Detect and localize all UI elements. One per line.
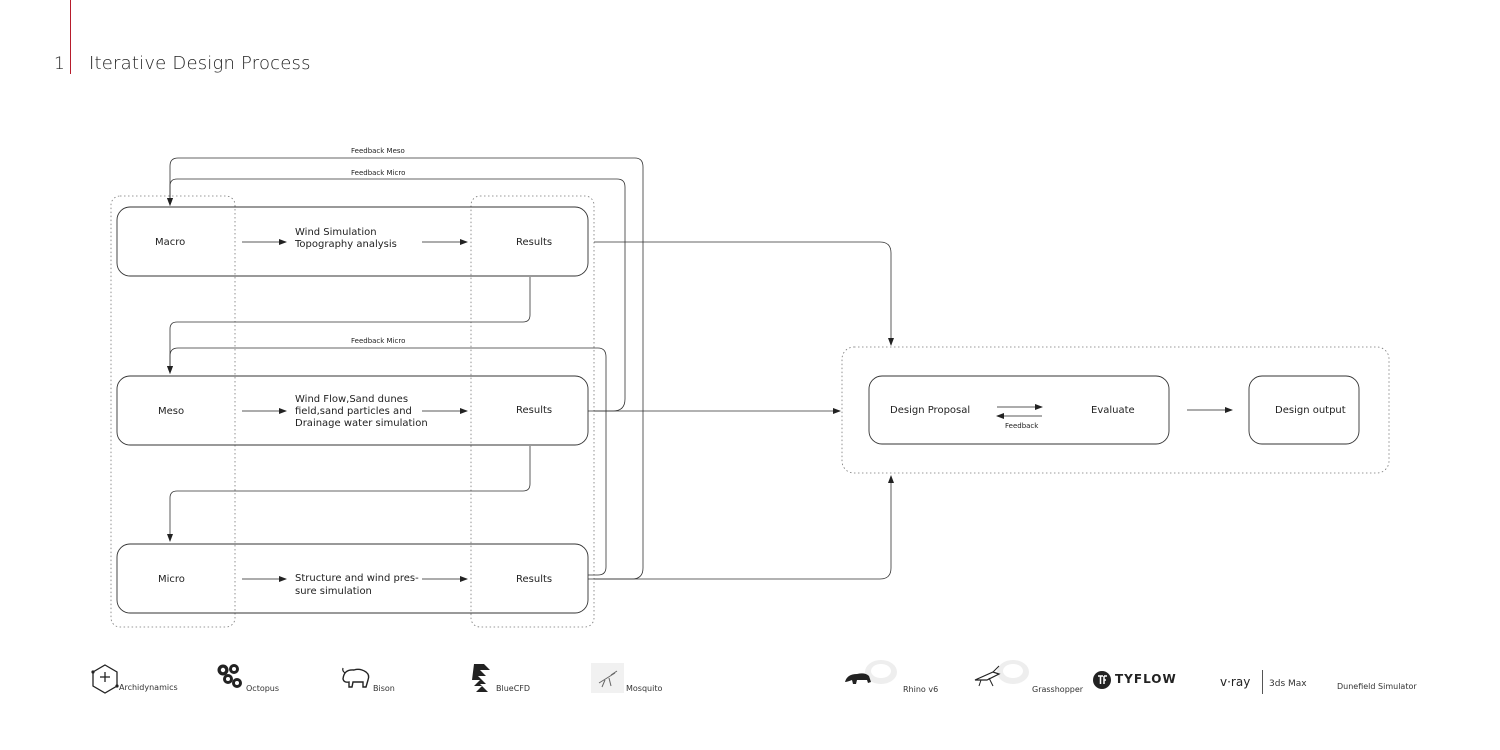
- rhino-logo: Rhino v6: [843, 658, 938, 694]
- meso-results-label: Results: [516, 405, 552, 416]
- archidynamics-icon: [91, 664, 119, 694]
- micro-stage-label: Micro: [158, 574, 185, 585]
- feedback-meso-label: Feedback Meso: [351, 147, 405, 155]
- feedback-micro-mid-label: Feedback Micro: [351, 337, 405, 345]
- bison-label: Bison: [373, 684, 395, 693]
- macro-row-box: [116, 206, 589, 277]
- grasshopper-label: Grasshopper: [1032, 685, 1084, 694]
- macro-task-line-2: Topography analysis: [294, 239, 397, 250]
- connector-meso-to-micro: [167, 446, 531, 542]
- archidynamics-logo: Archidynamics: [89, 662, 178, 694]
- vray-divider: [1262, 670, 1263, 694]
- meso-task-line-1: Wind Flow,Sand dunes: [295, 394, 408, 405]
- tyflow-label: TYFLOW: [1115, 672, 1177, 686]
- design-output-box: [1248, 375, 1360, 445]
- design-proposal-label: Design Proposal: [890, 405, 970, 416]
- macro-task-line-1: Wind Simulation: [295, 227, 377, 238]
- micro-results-label: Results: [516, 574, 552, 585]
- feedback-meso-loop: [167, 178, 626, 412]
- design-output-label: Design output: [1275, 405, 1346, 416]
- stage-column-frame: [110, 195, 236, 628]
- micro-row-box: [116, 543, 589, 614]
- rhino-label: Rhino v6: [903, 685, 939, 694]
- micro-task-line-2: sure simulation: [295, 586, 372, 597]
- connector-micro-results-to-design: [594, 475, 894, 580]
- rhino-icon: [845, 660, 897, 684]
- octopus-icon: [217, 664, 242, 688]
- archidynamics-label: Archidynamics: [119, 683, 178, 692]
- design-loop-frame: [841, 346, 1390, 474]
- macro-results-label: Results: [516, 237, 552, 248]
- octopus-logo: Octopus: [215, 662, 285, 694]
- page-title: Iterative Design Process: [89, 53, 311, 74]
- connector-macro-results-to-design: [594, 241, 894, 346]
- grasshopper-icon: [974, 660, 1029, 687]
- tyflow-icon: [1093, 671, 1111, 689]
- octopus-label: Octopus: [246, 684, 280, 693]
- grasshopper-logo: Grasshopper: [973, 658, 1083, 694]
- design-proposal-box: [868, 375, 1170, 445]
- evaluate-label: Evaluate: [1091, 405, 1135, 416]
- connector-macro-to-meso: [167, 277, 531, 374]
- vray-label: v·ray: [1220, 675, 1251, 689]
- vray-max-logo: v·ray 3ds Max: [1220, 670, 1310, 694]
- tyflow-logo: TYFLOW: [1093, 671, 1176, 691]
- mosquito-logo: Mosquito: [591, 663, 666, 695]
- meso-task-line-2: field,sand particles and: [295, 406, 412, 417]
- feedback-loop-label: Feedback: [1005, 422, 1039, 430]
- results-column-frame: [470, 195, 595, 628]
- feedback-micro-top-label: Feedback Micro: [351, 169, 405, 177]
- bluecfd-icon: [472, 664, 490, 692]
- meso-task-line-3: Drainage water simulation: [295, 418, 428, 429]
- dunefield-simulator-label: Dunefield Simulator: [1337, 682, 1417, 691]
- bison-icon: [342, 667, 370, 688]
- header-accent-line: [70, 0, 71, 74]
- page-number: 1: [54, 54, 65, 74]
- meso-row-box: [116, 375, 589, 446]
- 3ds-max-label: 3ds Max: [1269, 679, 1307, 689]
- bluecfd-logo: BlueCFD: [470, 662, 540, 694]
- bluecfd-label: BlueCFD: [496, 684, 531, 693]
- macro-stage-label: Macro: [155, 237, 185, 248]
- feedback-micro-mid-loop: [167, 347, 607, 576]
- bison-logo: Bison: [340, 665, 400, 695]
- micro-task-line-1: Structure and wind pres-: [295, 573, 419, 584]
- feedback-micro-top-loop: [167, 157, 644, 580]
- meso-stage-label: Meso: [158, 406, 184, 417]
- mosquito-icon: [591, 663, 624, 693]
- mosquito-label: Mosquito: [626, 684, 663, 693]
